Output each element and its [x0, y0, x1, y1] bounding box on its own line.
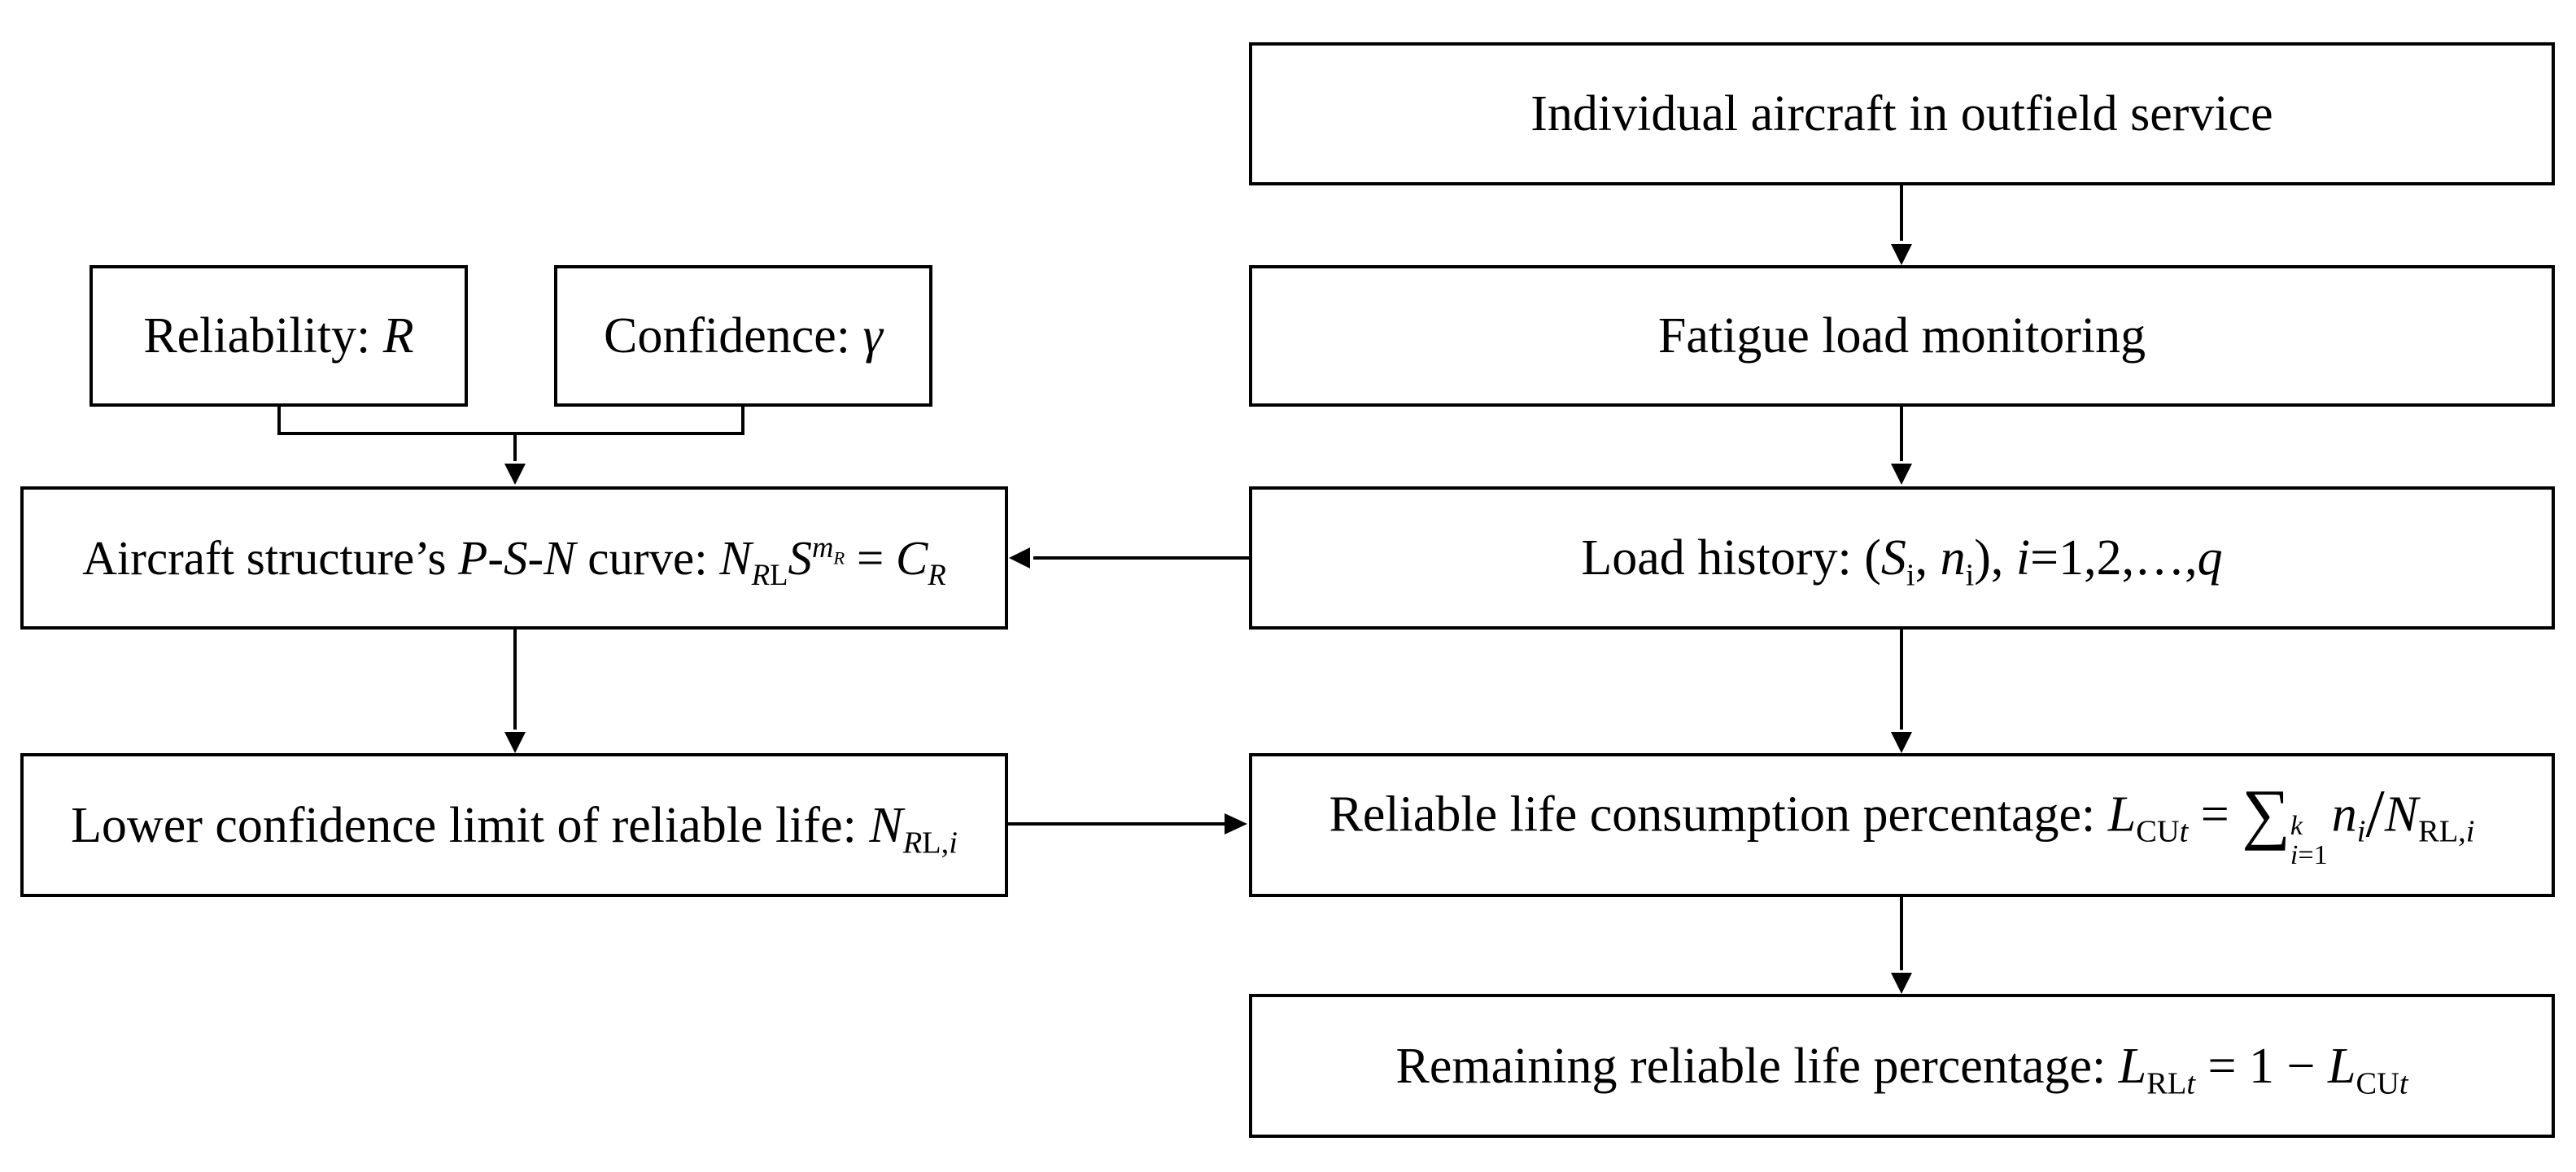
- bracket-reliability-confidence: [277, 405, 744, 435]
- box-lower-confidence-limit-label: Lower confidence limit of reliable life:…: [71, 797, 958, 860]
- box-remaining-reliable-life: Remaining reliable life percentage: LRLt…: [1249, 994, 2555, 1138]
- arrowhead-psn-top: [504, 464, 526, 485]
- box-lower-confidence-limit: Lower confidence limit of reliable life:…: [20, 753, 1008, 897]
- box-reliable-life-consumption-label: Reliable life consumption percentage: LC…: [1329, 775, 2475, 871]
- box-remaining-reliable-life-label: Remaining reliable life percentage: LRLt…: [1395, 1038, 2408, 1100]
- arrowhead-psn: [1009, 547, 1030, 569]
- box-individual-aircraft-label: Individual aircraft in outfield service: [1530, 86, 2273, 142]
- box-fatigue-load-monitoring-label: Fatigue load monitoring: [1657, 308, 2146, 364]
- box-fatigue-load-monitoring: Fatigue load monitoring: [1249, 265, 2555, 407]
- arrowhead-lowerlimit: [504, 732, 526, 753]
- box-psn-curve-label: Aircraft structure’s P-S-N curve: NRLSmR…: [82, 529, 946, 591]
- box-load-history: Load history: (Si, ni), i=1,2,…,q: [1249, 486, 2555, 630]
- box-load-history-label: Load history: (Si, ni), i=1,2,…,q: [1581, 530, 2223, 593]
- box-reliability: Reliability: R: [90, 265, 468, 407]
- box-reliable-life-consumption: Reliable life consumption percentage: LC…: [1249, 753, 2555, 897]
- box-psn-curve: Aircraft structure’s P-S-N curve: NRLSmR…: [20, 486, 1008, 630]
- box-individual-aircraft: Individual aircraft in outfield service: [1249, 42, 2555, 185]
- arrowhead-remaining: [1891, 973, 1912, 994]
- box-confidence-label: Confidence: γ: [604, 308, 883, 364]
- box-reliability-label: Reliability: R: [143, 308, 414, 364]
- arrowhead-monitoring: [1891, 244, 1912, 265]
- arrowhead-consumption: [1891, 732, 1912, 753]
- box-confidence: Confidence: γ: [554, 265, 932, 407]
- arrowhead-loadhistory: [1891, 464, 1912, 485]
- arrowhead-consumption-left: [1225, 813, 1247, 834]
